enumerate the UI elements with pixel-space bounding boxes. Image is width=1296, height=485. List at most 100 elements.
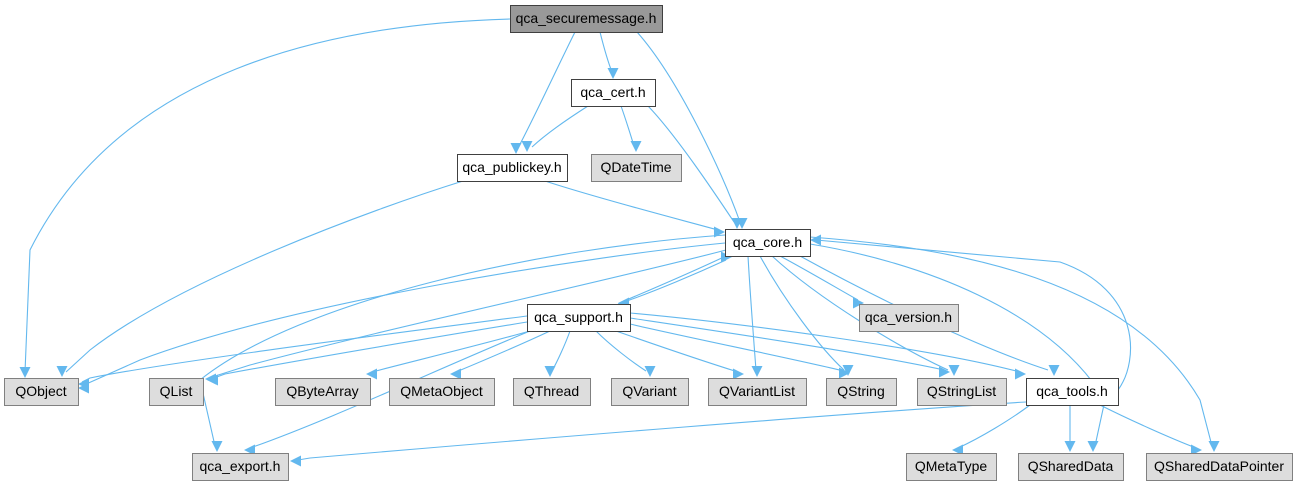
- dependency-edge: [747, 255, 757, 371]
- dependency-edge: [599, 31, 613, 73]
- graph-node-QMetaObject[interactable]: QMetaObject: [389, 378, 495, 406]
- edge-arrowhead-icon: [521, 141, 533, 152]
- node-box[interactable]: [4, 378, 79, 406]
- edge-arrowhead-icon: [211, 441, 223, 452]
- dependency-edge: [24, 18, 511, 373]
- graph-node-QVariantList[interactable]: QVariantList: [708, 378, 807, 406]
- node-box[interactable]: [1026, 378, 1119, 406]
- node-box[interactable]: [708, 378, 807, 406]
- node-box[interactable]: [513, 378, 591, 406]
- graph-node-qca_support[interactable]: qca_support.h: [527, 304, 631, 332]
- edge-arrowhead-icon: [1015, 368, 1026, 380]
- edge-arrowhead-icon: [1064, 441, 1076, 452]
- edge-arrowhead-icon: [1087, 441, 1099, 452]
- graph-node-QVariant[interactable]: QVariant: [611, 378, 689, 406]
- dependency-edge: [629, 312, 1021, 373]
- dependency-edge: [623, 255, 727, 302]
- dependency-edge: [809, 243, 1106, 447]
- node-box[interactable]: [192, 453, 289, 481]
- edge-arrowhead-icon: [607, 68, 619, 79]
- graph-node-qca_tools[interactable]: qca_tools.h: [1026, 378, 1119, 406]
- node-box[interactable]: [571, 79, 656, 107]
- edge-arrowhead-icon: [544, 366, 556, 377]
- dependency-edge: [371, 330, 531, 373]
- edge-arrowhead-icon: [56, 366, 68, 377]
- graph-node-QSharedData[interactable]: QSharedData: [1018, 453, 1124, 481]
- edge-arrowhead-icon: [839, 367, 850, 379]
- node-box[interactable]: [859, 304, 959, 332]
- graph-node-qca_export[interactable]: qca_export.h: [192, 453, 289, 481]
- graph-node-QStringList[interactable]: QStringList: [917, 378, 1007, 406]
- edge-arrowhead-icon: [630, 141, 642, 152]
- graph-node-QThread[interactable]: QThread: [513, 378, 591, 406]
- node-box[interactable]: [826, 378, 897, 406]
- edge-arrowhead-icon: [751, 366, 763, 377]
- dependency-edge: [636, 31, 741, 223]
- edge-arrowhead-icon: [733, 368, 744, 380]
- edge-arrowhead-icon: [853, 297, 864, 309]
- node-box[interactable]: [917, 378, 1007, 406]
- dependency-edge: [759, 255, 845, 371]
- graph-node-qca_version[interactable]: qca_version.h: [859, 304, 959, 332]
- edge-arrowhead-icon: [244, 444, 255, 456]
- edge-arrowhead-icon: [1048, 365, 1060, 376]
- dependency-edge: [213, 321, 528, 379]
- edge-arrowhead-icon: [948, 365, 960, 376]
- node-box[interactable]: [906, 453, 997, 481]
- dependency-edge: [595, 330, 647, 372]
- dependency-edge: [297, 401, 1027, 461]
- dependency-edge: [249, 330, 531, 449]
- graph-node-qca_cert[interactable]: qca_cert.h: [571, 79, 656, 107]
- nodes-layer: qca_securemessage.h qca_cert.h qca_publick…: [4, 5, 1293, 481]
- node-box[interactable]: [725, 229, 811, 257]
- dependency-edge: [211, 249, 727, 378]
- edge-arrowhead-icon: [1208, 441, 1220, 452]
- graph-node-QString[interactable]: QString: [826, 378, 897, 406]
- graph-node-QList[interactable]: QList: [149, 378, 204, 406]
- graph-node-QDateTime[interactable]: QDateTime: [591, 154, 682, 182]
- edge-arrowhead-icon: [290, 455, 301, 467]
- edge-arrowhead-icon: [731, 218, 743, 229]
- node-box[interactable]: [1018, 453, 1124, 481]
- node-box[interactable]: [527, 304, 631, 332]
- node-box[interactable]: [275, 378, 371, 406]
- edge-arrowhead-icon: [207, 374, 218, 386]
- dependency-edge: [647, 105, 735, 223]
- edge-arrowhead-icon: [810, 234, 821, 246]
- edge-arrowhead-icon: [450, 368, 461, 380]
- node-box[interactable]: [1146, 453, 1293, 481]
- node-box[interactable]: [457, 154, 568, 182]
- node-box[interactable]: [611, 378, 689, 406]
- dependency-edge: [815, 239, 1132, 391]
- node-box[interactable]: [149, 378, 204, 406]
- dependency-edge: [1099, 404, 1197, 449]
- edge-arrowhead-icon: [366, 368, 377, 380]
- graph-node-qca_core[interactable]: qca_core.h: [725, 229, 811, 257]
- dependency-edge: [531, 105, 589, 148]
- dependency-edge: [629, 317, 945, 371]
- dependency-edge: [81, 315, 528, 383]
- dependency-edge: [620, 105, 635, 147]
- node-box[interactable]: [389, 378, 495, 406]
- edge-arrowhead-icon: [510, 143, 522, 154]
- dependency-edge: [517, 31, 576, 149]
- dependency-edge: [65, 180, 464, 373]
- dependency-edge: [544, 180, 719, 231]
- graph-node-QSharedDataPointer[interactable]: QSharedDataPointer: [1146, 453, 1293, 481]
- graph-node-QMetaType[interactable]: QMetaType: [906, 453, 997, 481]
- node-box[interactable]: [510, 5, 663, 33]
- dependency-edge: [957, 404, 1031, 449]
- dependency-edge: [615, 330, 739, 373]
- edge-arrowhead-icon: [939, 366, 950, 378]
- edge-arrowhead-icon: [1191, 444, 1202, 456]
- graph-node-qca_securemessage[interactable]: qca_securemessage.h: [510, 5, 663, 33]
- node-box[interactable]: [591, 154, 682, 182]
- dependency-edge: [83, 242, 726, 386]
- dependency-edge: [617, 259, 727, 305]
- graph-node-QByteArray[interactable]: QByteArray: [275, 378, 371, 406]
- graph-node-qca_publickey[interactable]: qca_publickey.h: [457, 154, 568, 182]
- edge-arrowhead-icon: [842, 365, 854, 376]
- graph-node-QObject[interactable]: QObject: [4, 378, 79, 406]
